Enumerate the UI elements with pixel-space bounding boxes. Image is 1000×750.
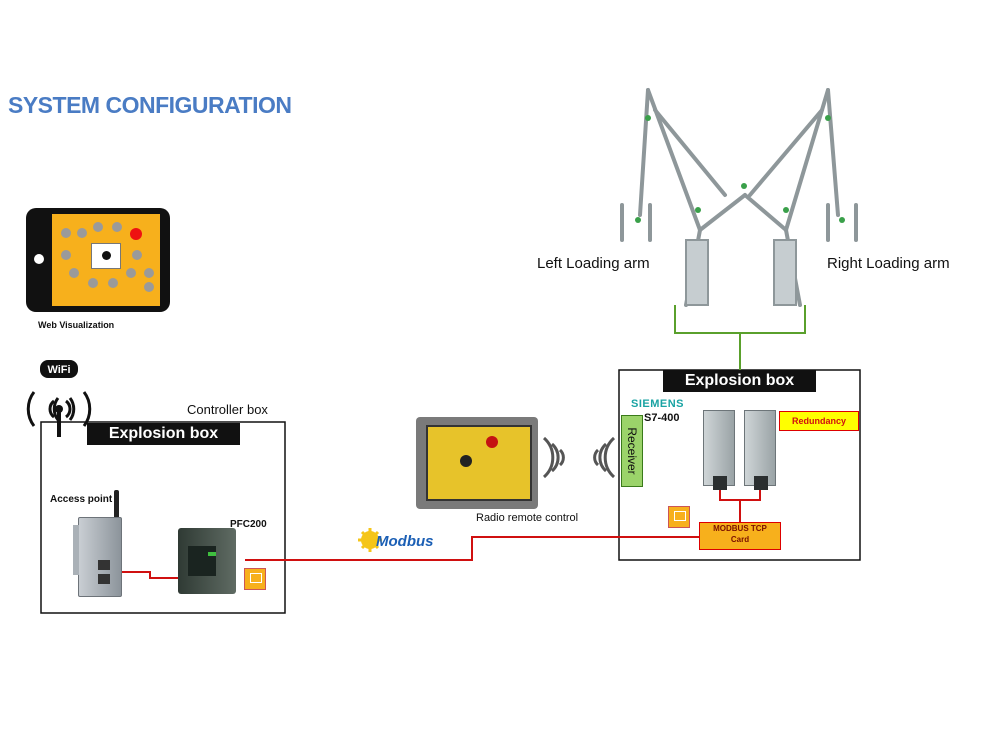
screen-button-icon: [144, 282, 154, 292]
modbus-card-line2: Card: [730, 535, 750, 544]
arm-connection-line: [674, 305, 806, 370]
screen-button-icon: [93, 222, 103, 232]
tablet-center-button: [91, 243, 121, 269]
wifi-icon: WiFi: [26, 360, 92, 437]
left-loading-arm-label: Left Loading arm: [537, 255, 650, 272]
controller-box-frame: [40, 421, 286, 614]
screen-button-icon: [126, 268, 136, 278]
wireless-signal-icon: [542, 436, 616, 479]
plc-module-icon: [744, 410, 776, 486]
loading-arm-icon: [620, 88, 858, 307]
page-title: SYSTEM CONFIGURATION: [8, 92, 292, 118]
right-loading-arm-label: Right Loading arm: [827, 255, 950, 272]
controller-explosion-box-label: Explosion box: [87, 423, 240, 445]
siemens-brand: SIEMENS: [631, 398, 685, 410]
access-point-label: Access point: [50, 494, 113, 505]
ethernet-icon: [668, 506, 690, 528]
modbus-tcp-card: MODBUS TCP Card: [699, 522, 781, 550]
screen-button-icon: [132, 250, 142, 260]
screen-button-icon: [69, 268, 79, 278]
radio-remote-panel: [426, 425, 532, 501]
wifi-label: WiFi: [47, 364, 70, 376]
screen-button-icon: [108, 278, 118, 288]
ethernet-port-icon: [98, 560, 110, 570]
modbus-connection-line: [122, 490, 761, 579]
remote-joystick-icon: [460, 455, 472, 467]
receiver-module: Receiver: [621, 415, 643, 487]
access-point-icon: [73, 517, 122, 597]
pfc200-label: PFC200: [230, 519, 267, 530]
screen-button-icon: [61, 250, 71, 260]
modbus-label: Modbus: [376, 533, 434, 550]
plc-module-base: [713, 476, 727, 490]
modbus-logo-icon: Modbus: [358, 526, 458, 559]
plc-model-label: S7-400: [644, 412, 680, 424]
web-visualization-label: Web Visualization: [38, 320, 115, 330]
plc-explosion-box-label: Explosion box: [663, 370, 816, 392]
alarm-button-icon: [130, 228, 142, 240]
pfc200-front-panel: [188, 546, 216, 576]
status-led-icon: [208, 552, 216, 556]
radio-remote-label: Radio remote control: [476, 512, 579, 524]
plc-module-icon: [703, 410, 735, 486]
plc-module-base: [754, 476, 768, 490]
ethernet-icon: [244, 568, 266, 590]
antenna-icon: [114, 490, 119, 530]
loading-arm-joints: [635, 115, 845, 223]
controller-box-label: Controller box: [187, 402, 268, 417]
tablet-home-button: [34, 254, 44, 264]
modbus-card-line1: MODBUS TCP: [713, 524, 767, 533]
screen-button-icon: [61, 228, 71, 238]
redundancy-label: Redundancy: [779, 411, 859, 431]
screen-button-icon: [112, 222, 122, 232]
receiver-label: Receiver: [625, 427, 639, 475]
tablet-screen: [52, 214, 160, 306]
screen-button-icon: [88, 278, 98, 288]
screen-button-icon: [144, 268, 154, 278]
screen-button-icon: [77, 228, 87, 238]
ethernet-port-icon: [98, 574, 110, 584]
emergency-stop-icon: [486, 436, 498, 448]
